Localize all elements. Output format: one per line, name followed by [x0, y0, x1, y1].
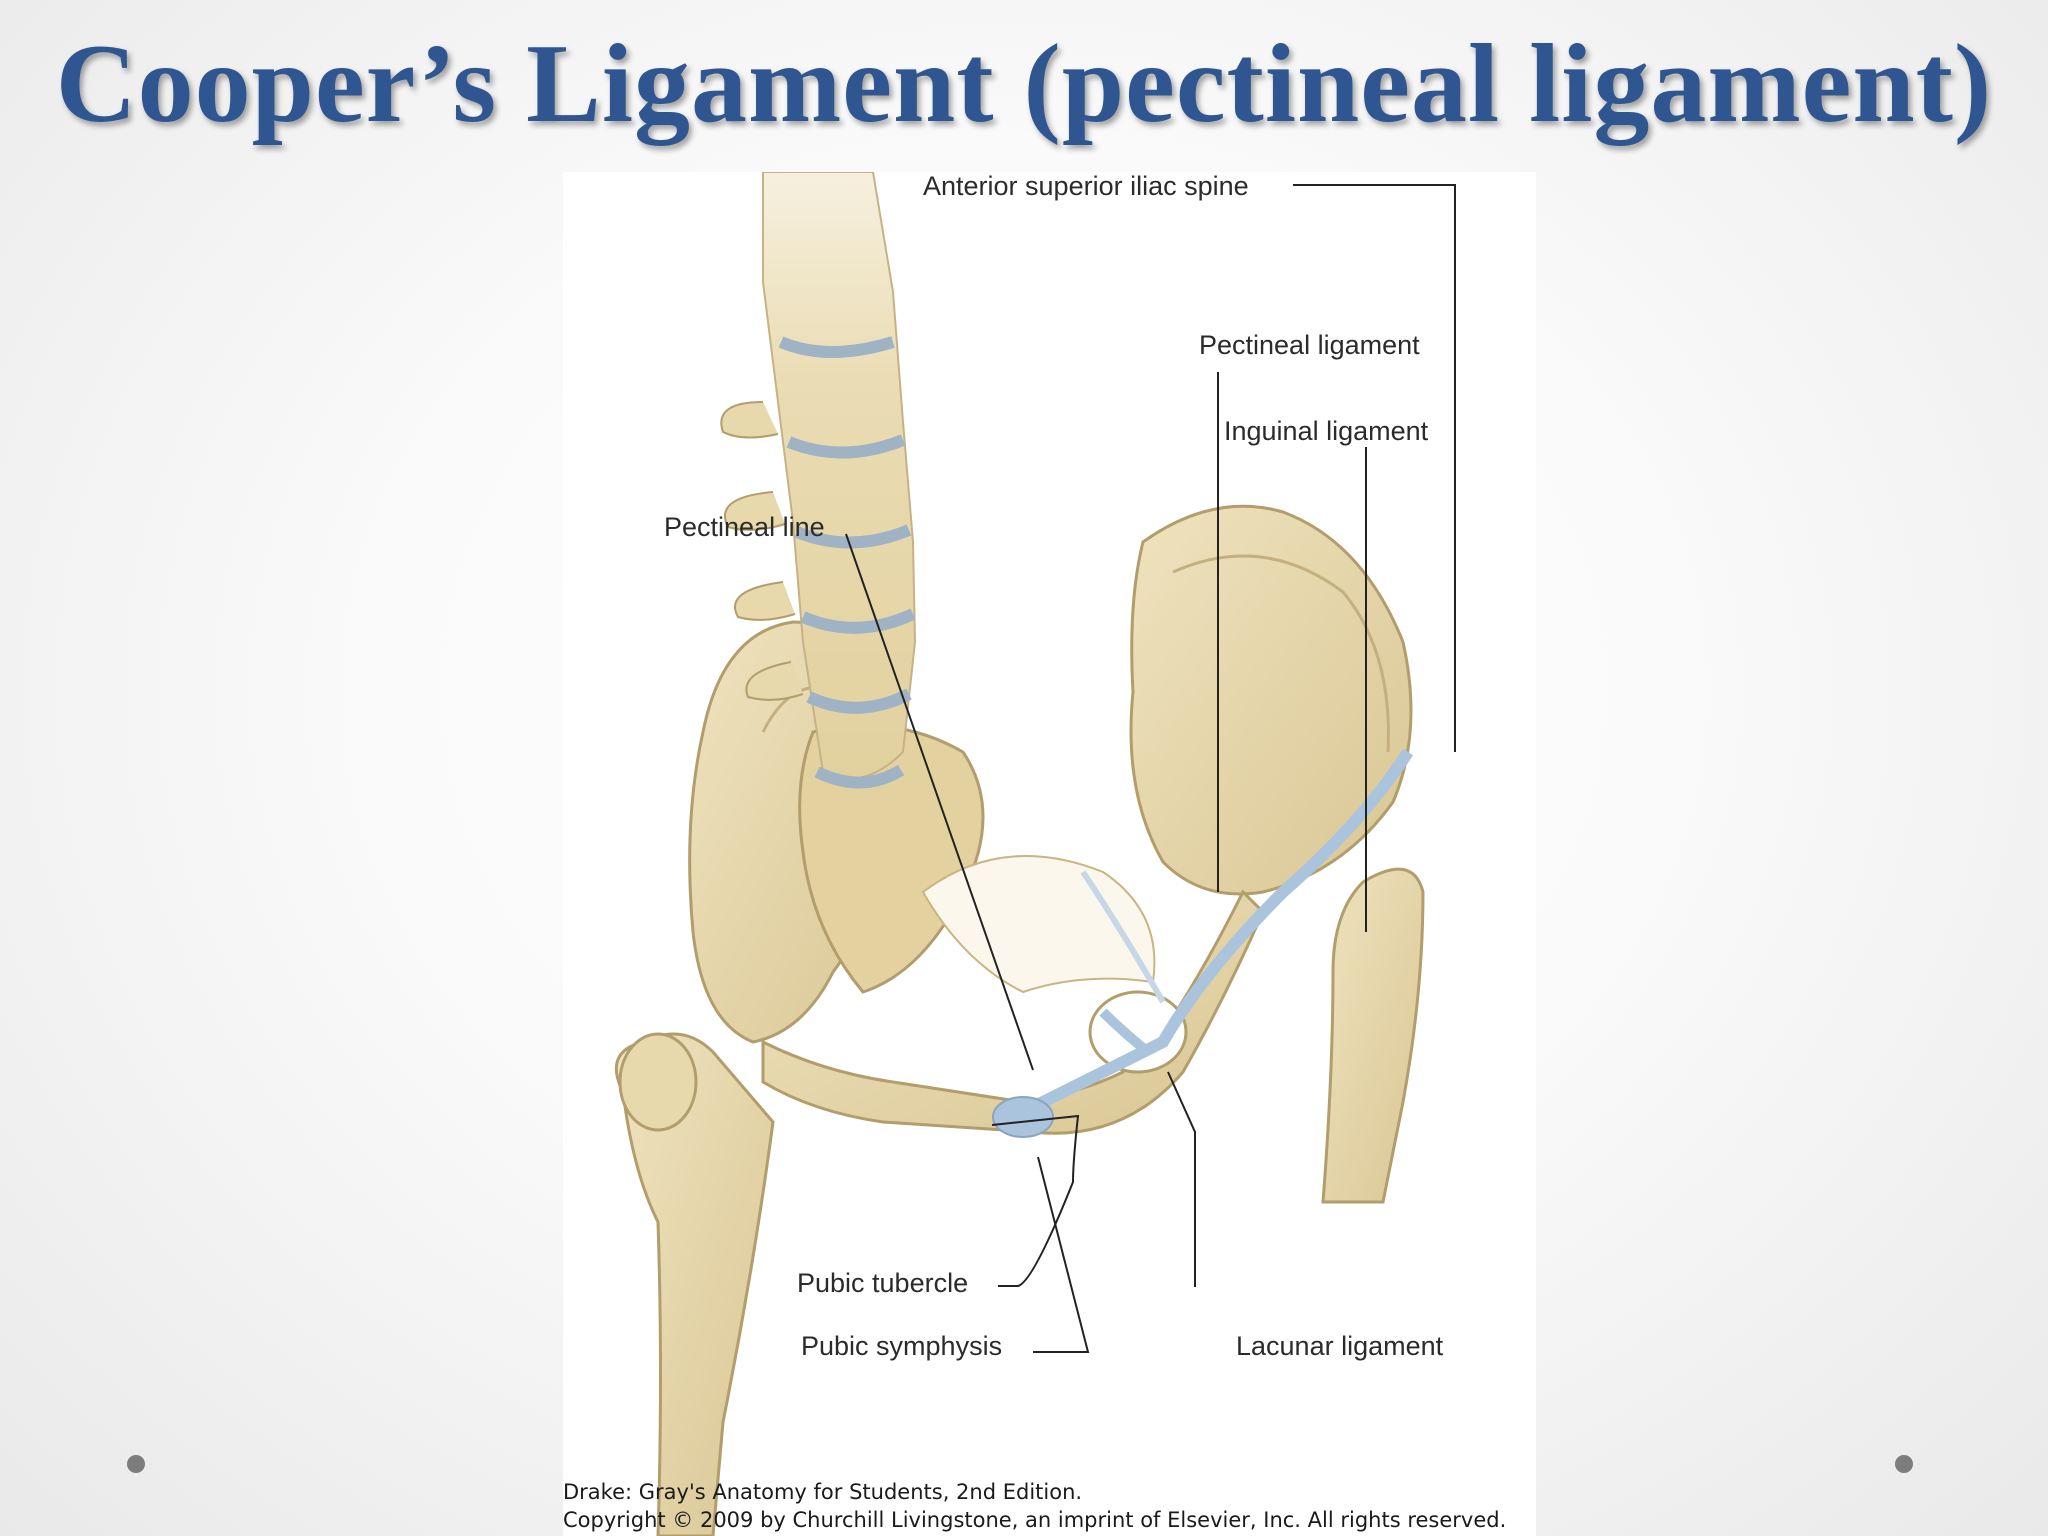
label-asis: Anterior superior iliac spine: [923, 171, 1249, 201]
label-pectineal-line: Pectineal line: [664, 512, 825, 542]
leader-lacunar-ligament: [1167, 1071, 1196, 1287]
label-inguinal-ligament: Inguinal ligament: [1224, 416, 1429, 446]
label-pubic-symphysis: Pubic symphysis: [801, 1331, 1003, 1361]
label-lacunar-ligament: Lacunar ligament: [1236, 1331, 1444, 1361]
leader-lines: [845, 184, 1456, 1353]
leader-pectineal-line: [845, 533, 1034, 1071]
figure-credit-line2: Copyright © 2009 by Churchill Livingston…: [563, 1508, 1507, 1532]
leader-asis: [1293, 184, 1456, 752]
pelvis-drawing: [614, 172, 1456, 1536]
label-pubic-tubercle: Pubic tubercle: [797, 1268, 969, 1298]
lumbar-spine: [720, 172, 917, 789]
leader-pubic-symphysis: [1033, 1156, 1090, 1353]
right-ilium: [1129, 504, 1413, 896]
pelvis-illustration: Anterior superior iliac spine Pectineal …: [563, 171, 1536, 1536]
ligaments: [992, 748, 1414, 1138]
slide-bullet-right: [1895, 1455, 1913, 1473]
slide-title: Cooper’s Ligament (pectineal ligament): [55, 22, 1993, 146]
leader-pubic-tubercle: [991, 1114, 1080, 1287]
label-pectineal-ligament: Pectineal ligament: [1199, 330, 1420, 360]
figure-credit-line1: Drake: Gray's Anatomy for Students, 2nd …: [563, 1480, 1083, 1504]
slide-bullet-left: [127, 1455, 145, 1473]
right-femur: [1321, 867, 1425, 1204]
left-femur: [614, 1032, 775, 1536]
